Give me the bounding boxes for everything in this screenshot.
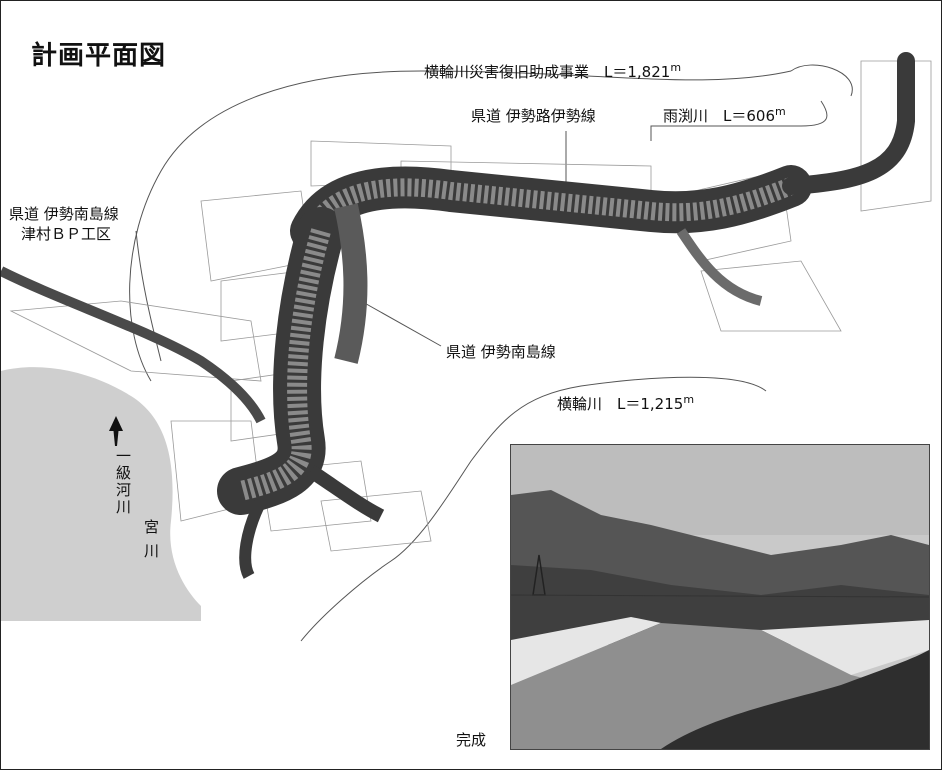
bp-road-band	[1, 266, 266, 424]
river-outlet	[239, 498, 267, 579]
label-route-iseji: 県道 伊勢路伊勢線	[471, 107, 596, 125]
leader-nanto	[360, 300, 442, 347]
label-yokowa: 横輪川 L＝1,215m	[557, 393, 695, 413]
se-branch	[307, 465, 385, 523]
completion-photo-image	[511, 445, 929, 749]
label-nanto-bp-line2: 津村ＢＰ工区	[21, 223, 112, 244]
label-amabuchi: 雨渕川 L＝606m	[663, 105, 786, 125]
completion-photo	[510, 444, 930, 750]
ne-road-band	[782, 52, 915, 195]
road-elbow	[334, 203, 368, 364]
label-nanto-bp-line1: 県道 伊勢南島線	[9, 203, 119, 224]
label-river-name: 宮 川	[142, 519, 160, 560]
boundary-amabuchi	[650, 100, 828, 141]
main-road-inner	[302, 177, 795, 236]
north-arrow-head	[109, 416, 123, 431]
label-nanto: 県道 伊勢南島線	[446, 343, 556, 361]
leader-nanto-bp	[135, 230, 162, 362]
amabuchi-branch	[676, 228, 763, 306]
south-road-inner	[238, 228, 331, 501]
label-river-class: 一級河川	[114, 448, 132, 516]
photo-caption: 完成	[456, 731, 487, 749]
boundary-yokowa-disaster	[129, 64, 853, 382]
label-yokowa-disaster: 横輪川災害復旧助成事業 L＝1,821m	[424, 61, 682, 81]
south-road-band	[217, 207, 345, 515]
miyagawa-river-area	[1, 367, 201, 621]
boundary-yokowa	[300, 376, 767, 642]
page-title: 計画平面図	[31, 41, 167, 71]
